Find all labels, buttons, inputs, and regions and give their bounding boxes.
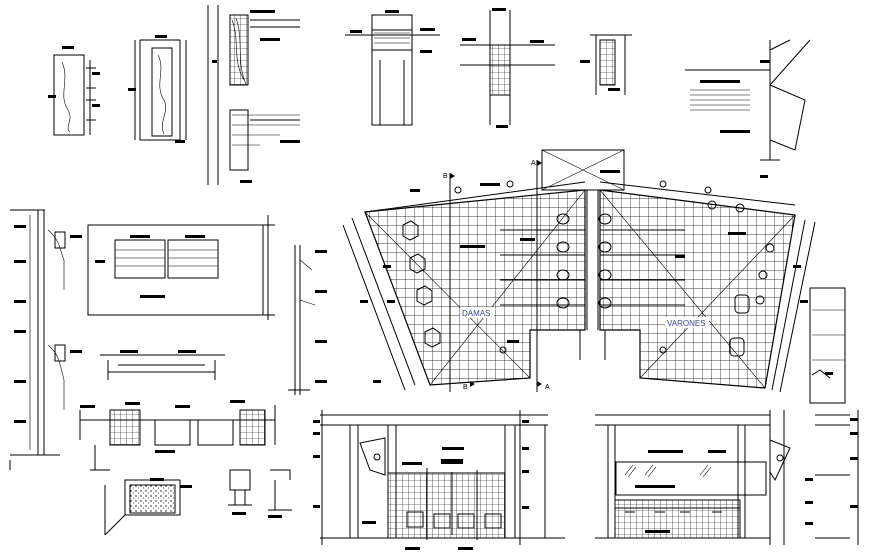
section-marker-b-top: B	[443, 173, 448, 180]
small-wall-detail	[580, 34, 632, 95]
door-frame-detail-1	[48, 46, 100, 136]
small-elevation-right	[809, 287, 846, 404]
section-marker-a-bottom: A	[545, 384, 550, 391]
room-label-damas: DAMAS	[462, 309, 490, 318]
room-label-varones: VARONES	[667, 319, 706, 328]
elevation-toilets	[313, 410, 565, 550]
beam-column-joint-detail	[460, 8, 555, 128]
toilets	[556, 213, 612, 309]
elevation-lavatories	[595, 410, 859, 545]
foundation-detail	[104, 478, 192, 536]
column-section-detail	[345, 10, 440, 126]
eave-detail	[685, 39, 811, 161]
ladies-room-floor	[364, 189, 586, 386]
window-elevation	[87, 215, 275, 320]
wall-section-detail-wood	[207, 5, 300, 185]
lavatories-ladies	[402, 220, 441, 348]
window-sill-detail	[100, 350, 225, 380]
mens-room-floor	[599, 189, 796, 389]
restroom-floor-plan: B A B A DAMAS VARONES	[342, 149, 816, 393]
door-elevation-detail	[128, 35, 187, 143]
wall-section-mid	[288, 245, 327, 395]
counter-section-details	[79, 400, 276, 471]
wall-section-long-left	[9, 209, 82, 470]
fixture-small-details	[228, 469, 292, 518]
section-marker-a-top: A	[531, 160, 536, 167]
lavatories-mens	[707, 200, 775, 357]
section-marker-b-bottom: B	[463, 384, 468, 391]
